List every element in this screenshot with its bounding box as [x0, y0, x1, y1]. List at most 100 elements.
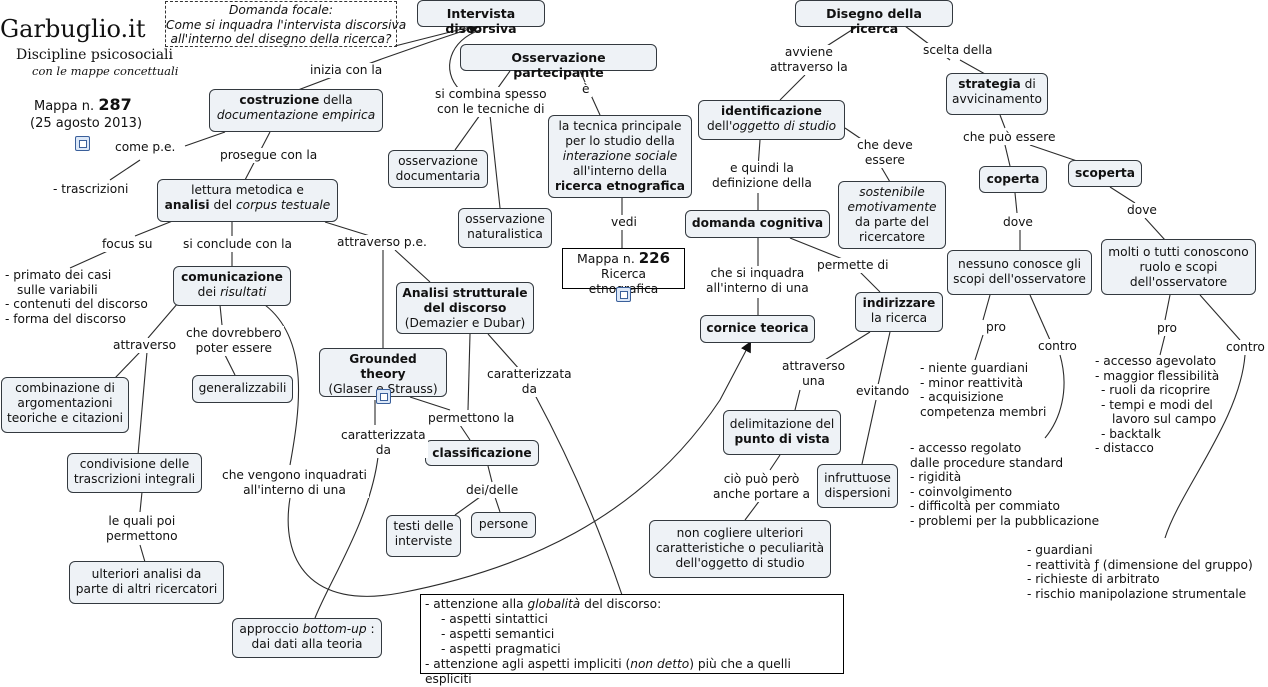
tecnica-italic: interazione sociale [562, 149, 678, 163]
node-combinazione[interactable]: combinazione di argomentazioni teoriche … [1, 377, 129, 433]
node-disegno-ricerca[interactable]: Disegno della ricerca [795, 0, 953, 36]
label-cio-puo-2: anche portare a [713, 487, 811, 501]
node-coperta[interactable]: coperta [979, 166, 1047, 193]
node-non-cogliere[interactable]: non cogliere ulteriori caratteristiche o… [649, 520, 831, 578]
link-nessuno-contro [1029, 294, 1051, 341]
label-che-si-inquadra: che si inquadra all'interno di una [704, 266, 811, 296]
label-attraverso: attraverso [111, 338, 179, 353]
concept-map-link-icon[interactable] [75, 136, 90, 151]
node-classificazione[interactable]: classificazione [425, 440, 539, 466]
link-pro-list2 [1159, 334, 1166, 356]
focus-line-2: Come si inquadra l'intervista discorsiva [166, 17, 407, 32]
link-lequali-ulteriori [139, 544, 146, 563]
node-osservazione-documentaria[interactable]: osservazione documentaria [388, 150, 488, 188]
label-caratterizzata-analisi: caratterizzata da [485, 367, 574, 397]
label-avviene-1: avviene [784, 45, 833, 59]
link-pro-list1 [974, 334, 984, 361]
node-sostenibile[interactable]: sostenibile emotivamente da parte del ri… [838, 181, 946, 249]
node-identificazione[interactable]: identificazione dell'oggetto di studio [698, 100, 845, 140]
mappa226-num: 226 [638, 249, 671, 267]
analisi-strutturale-authors: (Demazier e Dubar) [404, 316, 526, 330]
label-come-pe: come p.e. [113, 140, 178, 155]
label-che-vengono: che vengono inquadrati all'interno di un… [220, 468, 369, 498]
node-indirizzare[interactable]: indirizzare la ricerca [855, 292, 943, 332]
label-che-vengono-2: all'interno di una [243, 483, 346, 497]
node-generalizzabili[interactable]: generalizzabili [192, 375, 293, 403]
node-osservazione-partecipante[interactable]: Osservazione partecipante [460, 44, 657, 80]
impliciti-prefix: - attenzione agli aspetti impliciti ( [425, 657, 631, 671]
list-pro-scoperta: - accesso agevolato - maggior flessibili… [1095, 354, 1219, 456]
node-tecnica-principale[interactable]: la tecnica principale per lo studio dell… [548, 115, 692, 198]
node-analisi-strutturale[interactable]: Analisi strutturale del discorso (Demazi… [396, 282, 534, 334]
label-che-dovrebbero-1: che dovrebbero [186, 326, 282, 340]
node-scoperta[interactable]: scoperta [1068, 160, 1142, 187]
strategia-rest: di avvicinamento [952, 77, 1042, 106]
link-lettura-focus [134, 219, 176, 237]
link-molti-pro [1164, 294, 1171, 321]
aspetto-semantici: - aspetti semantici [441, 627, 555, 641]
sostenibile-rest: da parte del ricercatore [854, 215, 930, 244]
node-attenzione-globalita[interactable]: - attenzione alla globalità del discorso… [420, 594, 844, 686]
node-infruttuose[interactable]: infruttuose dispersioni [817, 464, 898, 508]
node-condivisione[interactable]: condivisione delle trascrizioni integral… [67, 453, 202, 493]
node-persone[interactable]: persone [471, 512, 536, 538]
node-cornice-teorica[interactable]: cornice teorica [700, 315, 815, 343]
label-si-combina-2: con le tecniche di [437, 102, 545, 116]
label-cio-puo-1: ciò può però [723, 472, 800, 486]
focus-line-3: all'interno del disegno della ricerca? [170, 32, 392, 46]
node-costruzione[interactable]: costruzione della documentazione empiric… [209, 89, 383, 132]
link-attraverso-delimitazione [794, 389, 801, 411]
node-domanda-cognitiva[interactable]: domanda cognitiva [685, 210, 830, 238]
label-e-quindi: e quindi la definizione della [710, 161, 814, 191]
sostenibile-italic: sostenibile emotivamente [847, 185, 937, 214]
pro-scoperta-2: - maggior flessibilità [1095, 368, 1220, 383]
identificazione-rest: dell' [706, 119, 733, 133]
globalita-italic: globalità [527, 597, 581, 611]
node-testi-interviste[interactable]: testi delle interviste [386, 515, 461, 557]
label-che-dovrebbero: che dovrebbero poter essere [184, 326, 284, 356]
link-attraversope-analisi [394, 249, 431, 283]
label-permettono-la: permettono la [426, 411, 517, 426]
link-comepe-trascrizioni [109, 159, 141, 181]
node-mappa-226[interactable]: Mappa n. 226 Ricerca etnografica [562, 248, 685, 296]
delimitazione-bold: punto di vista [734, 432, 830, 446]
list-pro-coperta: - niente guardiani - minor reattività - … [920, 361, 1046, 419]
label-che-vengono-1: che vengono inquadrati [222, 468, 367, 482]
label-attraverso-una-1: attraverso [782, 359, 846, 373]
link-deidelle-testi [454, 496, 481, 516]
pro-coperta-3: - acquisizione [920, 390, 1004, 404]
node-delimitazione[interactable]: delimitazione del punto di vista [723, 410, 841, 455]
list-contro-scoperta: - guardiani - reattività ƒ (dimensione d… [1027, 543, 1253, 601]
link-attraverso-combinazione [114, 351, 141, 379]
focus-line-1: Domanda focale: [229, 3, 333, 17]
focus-item-3: - contenuti del discorso [5, 297, 148, 311]
lettura-bold: analisi [164, 198, 210, 212]
grounded-title: Grounded theory [349, 352, 417, 381]
label-e-quindi-2: definizione della [712, 176, 812, 190]
grounded-theory-link-icon[interactable] [376, 389, 391, 404]
node-comunicazione[interactable]: comunicazione dei risultati [173, 266, 291, 306]
node-molti-conoscono[interactable]: molti o tutti conoscono ruolo e scopi de… [1101, 239, 1256, 295]
link-comunicazione-chedovrebbero [219, 304, 223, 326]
tecnica-line1: la tecnica principale per lo studio dell… [558, 119, 682, 148]
map-number-label: Mappa n. [34, 99, 95, 114]
link-combina-doc [454, 114, 481, 151]
costruzione-italic: documentazione empirica [216, 108, 376, 122]
node-osservazione-naturalistica[interactable]: osservazione naturalistica [458, 208, 552, 248]
node-approccio-bottom-up[interactable]: approccio bottom-up : dai dati alla teor… [232, 618, 382, 658]
node-nessuno-conosce[interactable]: nessuno conosce gli scopi dell'osservato… [947, 250, 1092, 295]
node-lettura-metodica[interactable]: lettura metodica e analisi del corpus te… [157, 179, 338, 222]
link-delimitazione-ciopuo [769, 454, 781, 471]
link-contro-list2 [1164, 354, 1246, 539]
link-comunicazione-chevengono [264, 304, 300, 466]
impliciti-italic: non detto [630, 657, 690, 671]
node-ulteriori-analisi[interactable]: ulteriori analisi da parte di altri rice… [69, 561, 224, 604]
link-contro-list1 [1044, 354, 1065, 439]
label-si-conclude: si conclude con la [181, 237, 295, 252]
node-strategia[interactable]: strategia di avvicinamento [946, 73, 1048, 115]
link-grounded-permettono [409, 396, 451, 411]
pro-coperta-4: competenza membri [920, 404, 1047, 419]
label-che-deve-2: essere [864, 153, 905, 167]
node-intervista-discorsiva[interactable]: Intervista discorsiva [417, 0, 545, 36]
mappa-226-link-icon[interactable] [616, 287, 631, 302]
